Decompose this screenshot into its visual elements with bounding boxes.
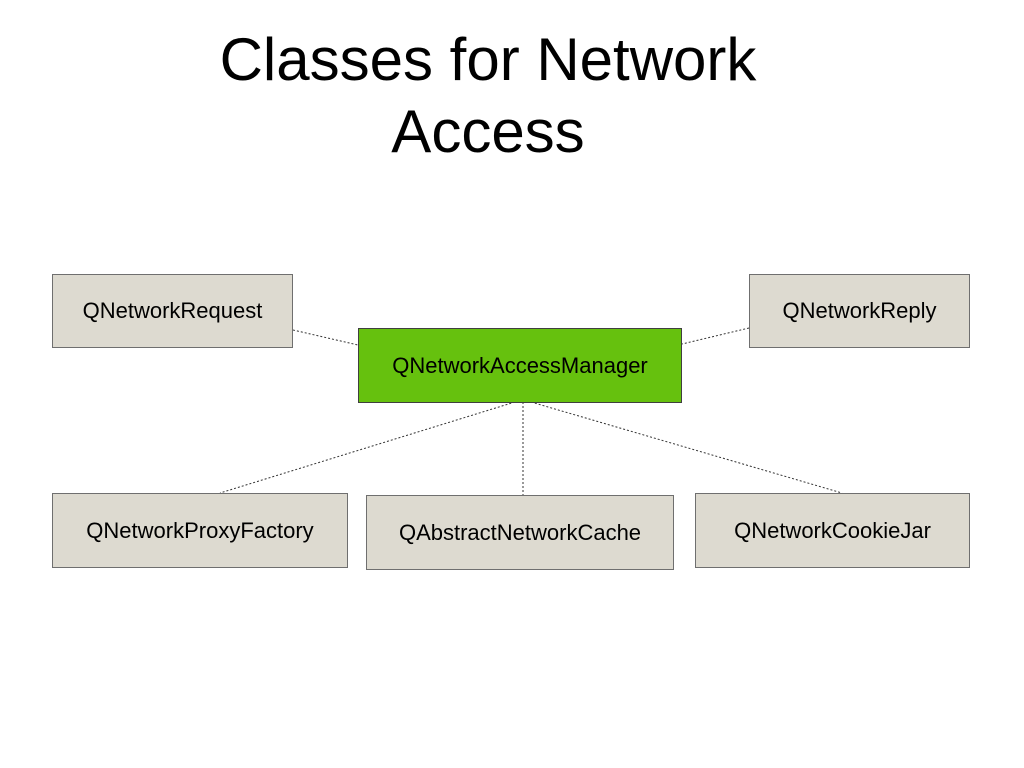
connector-manager-proxy-factory <box>219 401 516 494</box>
node-network-reply-label: QNetworkReply <box>782 298 937 323</box>
slide-title-line-1: Classes for Network <box>219 26 757 93</box>
node-abstract-network-cache: QAbstractNetworkCache <box>366 495 674 570</box>
node-network-proxy-factory-label: QNetworkProxyFactory <box>86 517 314 543</box>
node-network-cookie-jar: QNetworkCookieJar <box>695 493 970 568</box>
node-network-cookie-jar-label: QNetworkCookieJar <box>734 517 931 543</box>
slide-title-line-2: Access <box>391 98 585 165</box>
slide-title: Classes for Network Access <box>0 24 976 168</box>
node-network-access-manager: QNetworkAccessManager <box>358 328 682 403</box>
connector-reply-manager <box>681 327 750 345</box>
connector-request-manager <box>292 329 359 346</box>
node-network-request-label: QNetworkRequest <box>82 298 263 323</box>
node-abstract-network-cache-label: QAbstractNetworkCache <box>398 519 642 545</box>
node-network-proxy-factory: QNetworkProxyFactory <box>52 493 348 568</box>
node-network-reply: QNetworkReply <box>749 274 970 348</box>
node-network-access-manager-label: QNetworkAccessManager <box>392 352 648 378</box>
node-network-request: QNetworkRequest <box>52 274 293 348</box>
connector-manager-cookie-jar <box>530 401 843 494</box>
